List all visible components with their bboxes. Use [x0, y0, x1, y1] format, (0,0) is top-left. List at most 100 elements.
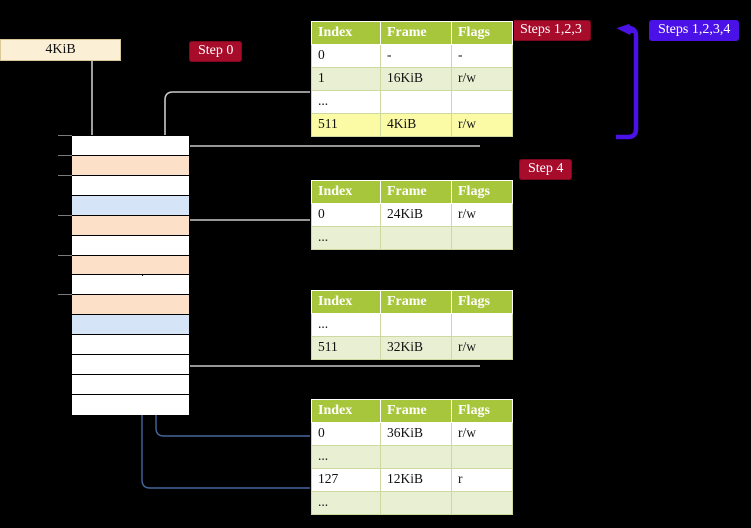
table-cell [380, 90, 452, 114]
memory-row-tick [58, 135, 72, 136]
table-cell: r/w [451, 203, 513, 228]
table-cell [380, 313, 452, 338]
table-row[interactable]: 0-- [311, 44, 513, 69]
memory-row [72, 275, 189, 296]
steps-bracket-arrow [616, 24, 639, 140]
badge-step-4-label: Step 4 [528, 161, 564, 176]
physical-memory-column [71, 135, 190, 415]
memory-row-tick [58, 294, 72, 296]
table-cell: 511 [311, 336, 381, 361]
table-cell [451, 313, 513, 338]
memory-row [72, 355, 189, 376]
table-cell: 12KiB [380, 468, 452, 492]
table-cell: - [451, 44, 513, 69]
table-cell: 36KiB [380, 422, 452, 447]
column-header-frame: Frame [380, 20, 452, 46]
badge-steps-123: Steps 1,2,3 [511, 20, 591, 41]
column-header-flags: Flags [451, 398, 513, 424]
table-cell: r/w [451, 112, 513, 137]
frame-size-label: 4KiB [45, 42, 76, 57]
memory-row [72, 235, 189, 256]
table-row[interactable]: ... [311, 313, 513, 338]
table-cell: - [380, 44, 452, 69]
memory-row [72, 375, 189, 396]
memory-row [72, 175, 189, 196]
table-row[interactable]: ... [311, 226, 513, 251]
memory-row [72, 295, 189, 316]
table-cell: r/w [451, 422, 513, 447]
column-header-index: Index [311, 398, 381, 424]
column-header-frame: Frame [380, 398, 452, 424]
memory-row [72, 255, 189, 276]
table-cell: ... [311, 445, 381, 470]
table-cell: r/w [451, 67, 513, 92]
table-row[interactable]: ... [311, 445, 513, 470]
table-cell: ... [311, 90, 381, 114]
memory-row-tick [58, 174, 72, 176]
table-cell [451, 445, 513, 470]
badge-steps-123-label: Steps 1,2,3 [520, 22, 582, 37]
table-cell: 16KiB [380, 67, 452, 92]
table-cell: ... [311, 313, 381, 338]
memory-row [72, 315, 189, 336]
memory-row [72, 335, 189, 356]
column-header-index: Index [311, 20, 381, 46]
table-cell: 127 [311, 468, 381, 492]
table-cell [380, 226, 452, 251]
table-row[interactable]: ... [311, 90, 513, 114]
table-row[interactable]: ... [311, 490, 513, 515]
table-cell: 24KiB [380, 203, 452, 228]
column-header-flags: Flags [451, 289, 513, 315]
column-header-flags: Flags [451, 20, 513, 46]
badge-steps-1234-label: Steps 1,2,3,4 [658, 22, 731, 37]
table-cell [451, 90, 513, 114]
table-cell [451, 226, 513, 251]
table-cell: 0 [311, 44, 381, 69]
badge-step-0: Step 0 [189, 41, 243, 62]
table-cell: 1 [311, 67, 381, 92]
column-header-index: Index [311, 179, 381, 205]
memory-row [72, 395, 189, 415]
column-header-frame: Frame [380, 179, 452, 205]
badge-step-4: Step 4 [519, 159, 573, 180]
table-cell: 511 [311, 112, 381, 137]
table-cell: ... [311, 490, 381, 515]
table-cell [380, 490, 452, 515]
badge-step-0-label: Step 0 [198, 43, 234, 58]
table-cell: ... [311, 226, 381, 251]
column-header-index: Index [311, 289, 381, 315]
table-cell [380, 445, 452, 470]
memory-row [72, 136, 189, 156]
memory-row [72, 155, 189, 176]
table-cell: r [451, 468, 513, 492]
memory-row [72, 215, 189, 236]
column-header-frame: Frame [380, 289, 452, 315]
memory-row [72, 195, 189, 216]
table-cell: r/w [451, 336, 513, 361]
table-cell: 0 [311, 203, 381, 228]
table-cell: 32KiB [380, 336, 452, 361]
memory-row-tick [58, 254, 72, 256]
link-t1-row511-to-memory [145, 145, 480, 162]
badge-steps-1234: Steps 1,2,3,4 [649, 20, 740, 41]
table-cell: 0 [311, 422, 381, 447]
memory-row-tick [58, 154, 72, 156]
table-cell: 4KiB [380, 112, 452, 137]
table-cell [451, 490, 513, 515]
frame-size-box: 4KiB [0, 39, 121, 61]
